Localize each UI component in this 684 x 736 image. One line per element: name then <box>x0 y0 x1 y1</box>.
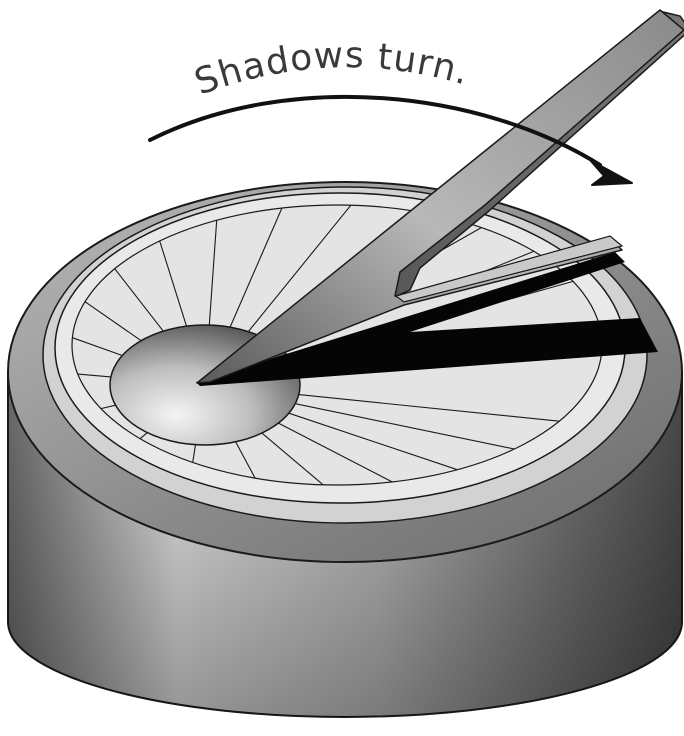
arrowhead-icon <box>590 160 632 185</box>
caption: Shadows turn. <box>190 35 475 103</box>
svg-text:Shadows turn.: Shadows turn. <box>190 35 475 103</box>
